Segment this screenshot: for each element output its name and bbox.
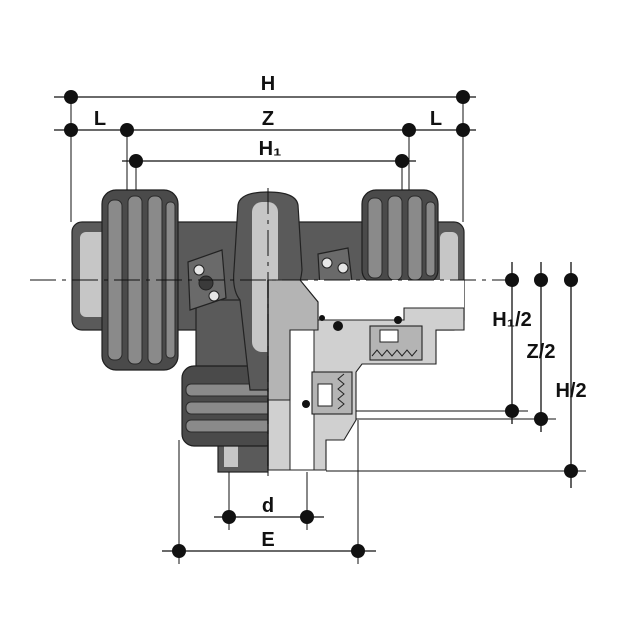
label-L-right: L (430, 108, 442, 130)
dimension-d: d (214, 472, 324, 530)
label-Z-half: Z/2 (527, 341, 556, 363)
dimension-H-half: H/2 (326, 262, 587, 488)
dimension-H: H (54, 73, 476, 222)
label-d: d (262, 495, 274, 517)
label-H1-half: H₁/2 (492, 309, 531, 331)
dimension-H1: H₁ (122, 138, 416, 190)
right-union-nut (361, 189, 439, 285)
label-H1: H₁ (259, 138, 282, 160)
dimension-Z-L: L Z L (54, 108, 476, 190)
label-Z: Z (262, 108, 274, 130)
label-H-half: H/2 (555, 380, 586, 402)
label-L-left: L (94, 108, 106, 130)
valve-cross-section (267, 279, 465, 471)
dimension-Z-half: Z/2 (356, 262, 556, 432)
label-H: H (261, 73, 275, 95)
dimension-E: E (162, 420, 376, 564)
label-E: E (261, 529, 274, 551)
dimension-H1-half: H₁/2 (356, 262, 532, 424)
